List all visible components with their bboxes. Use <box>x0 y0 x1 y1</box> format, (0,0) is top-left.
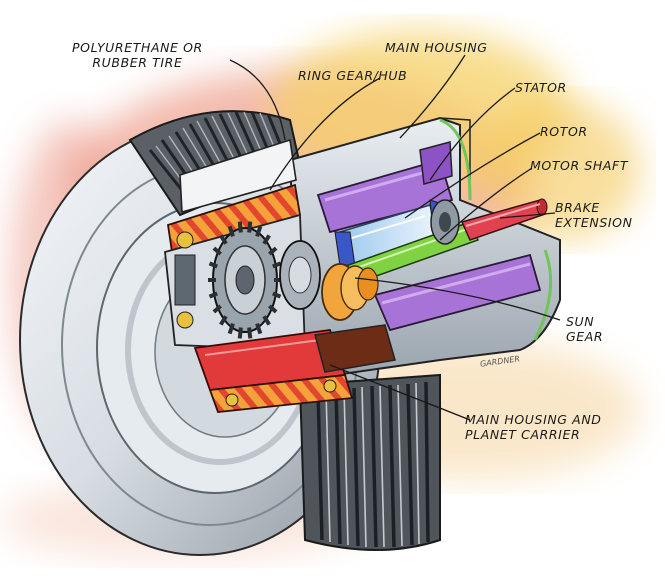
leader-ring-gear <box>269 77 381 191</box>
gear-tooth <box>262 234 271 245</box>
label-sun-line1: SUN <box>566 314 595 329</box>
brake-hub <box>430 199 460 245</box>
label-brake-line2: EXTENSION <box>555 215 633 230</box>
label-carrier-line1: MAIN HOUSING AND <box>465 412 602 427</box>
leader-stator <box>429 87 516 181</box>
leader-carrier <box>329 364 471 421</box>
gear-tooth <box>237 327 243 339</box>
gear-tooth <box>208 261 218 269</box>
label-main-housing-carrier: MAIN HOUSING AND PLANET CARRIER <box>465 412 602 442</box>
gear-tooth <box>272 291 282 299</box>
planet-carrier-lower <box>193 324 396 391</box>
gear-tooth <box>212 304 222 314</box>
gear-tooth <box>219 234 228 245</box>
gear-tooth <box>255 323 263 335</box>
label-tire-line2: RUBBER TIRE <box>92 55 183 70</box>
leader-lines <box>229 54 561 421</box>
gear-tooth <box>255 225 263 237</box>
label-carrier-line2: PLANET CARRIER <box>465 427 581 442</box>
label-rotor: ROTOR <box>540 124 588 139</box>
ring-gear-hub-upper <box>166 138 302 254</box>
leader-sun-gear <box>354 277 561 321</box>
gear-tooth <box>247 221 253 233</box>
gear-tooth <box>247 327 253 339</box>
gear-tooth <box>268 246 278 256</box>
label-main-housing: MAIN HOUSING <box>385 40 488 55</box>
gear-tooth <box>237 221 243 233</box>
sun-gear <box>321 263 379 321</box>
stator-upper <box>316 141 454 234</box>
label-stator: STATOR <box>515 80 567 95</box>
gear-tooth <box>268 304 278 314</box>
leader-motor-shaft <box>439 167 533 241</box>
label-tire-line1: POLYURETHANE OR <box>72 40 203 55</box>
stator-lower <box>373 253 542 332</box>
label-tire: POLYURETHANE OR RUBBER TIRE <box>72 40 203 70</box>
planet-gear <box>208 221 282 339</box>
gear-tooth <box>219 315 228 326</box>
gear-tooth <box>208 291 218 299</box>
label-sun-line2: GEAR <box>566 329 604 344</box>
gear-tooth <box>272 261 282 269</box>
tire-tread-bottom <box>298 373 441 551</box>
gear-tooth <box>262 315 271 326</box>
leader-rotor <box>404 132 541 219</box>
label-brake-extension: BRAKE EXTENSION <box>555 200 633 230</box>
ring-gear-hub-lower <box>208 374 354 413</box>
label-sun-gear: SUN GEAR <box>566 314 603 344</box>
label-ring-gear-hub: RING GEAR/HUB <box>298 68 408 83</box>
leader-brake <box>499 212 556 219</box>
gear-tooth <box>212 246 222 256</box>
idler-gear <box>279 240 321 310</box>
leader-tire <box>229 59 286 141</box>
gear-tooth <box>227 225 235 237</box>
leader-main-housing <box>399 54 466 139</box>
label-motor-shaft: MOTOR SHAFT <box>530 158 629 173</box>
gear-tooth <box>227 323 235 335</box>
label-brake-line1: BRAKE <box>555 200 600 215</box>
